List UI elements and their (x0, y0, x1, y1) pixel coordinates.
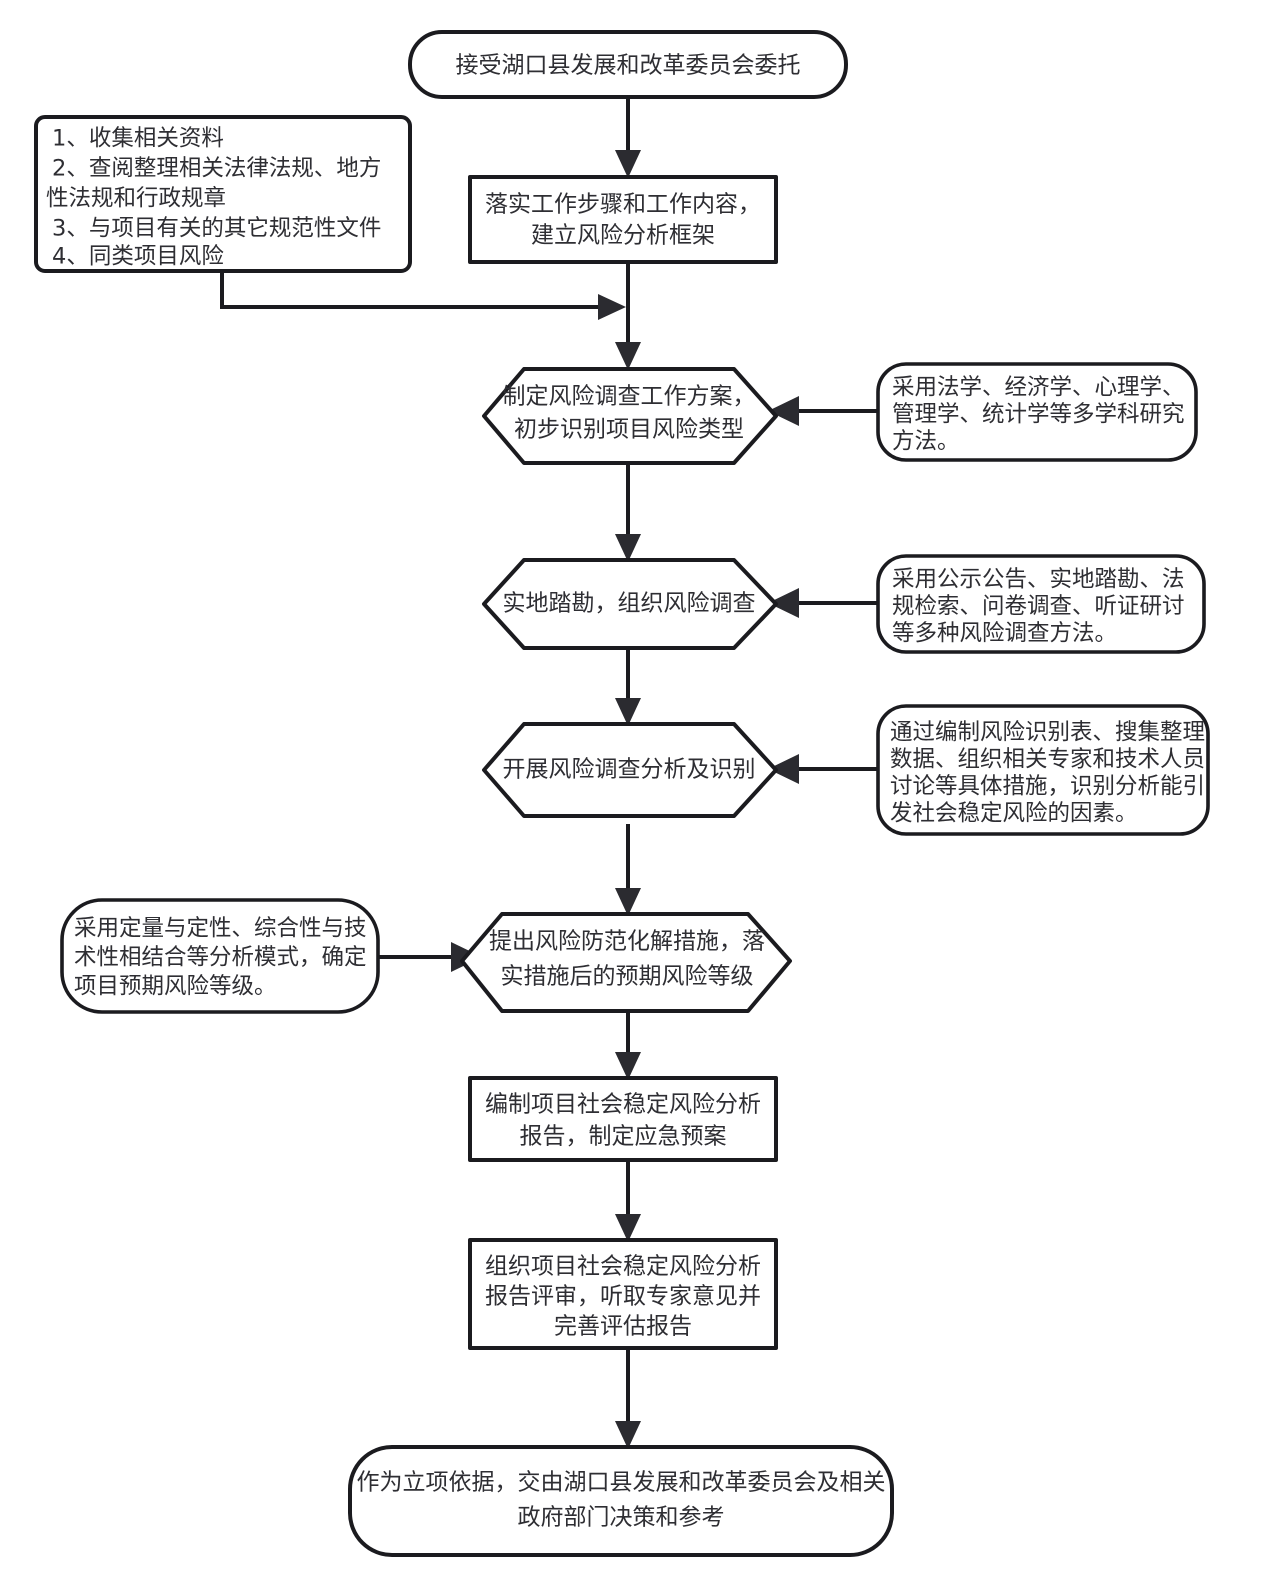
note-identification-shape (876, 704, 1210, 836)
note-analysis-mode[interactable]: 采用定量与定性、综合性与技 术性相结合等分析模式，确定 项目预期风险等级。 (60, 898, 380, 1014)
note-disciplines-line-1: 管理学、统计学等多学科研究 (892, 402, 1185, 428)
node-step3[interactable]: 制定风险调查工作方案， 初步识别项目风险类型 (482, 367, 778, 465)
edge-start-to-step2 (615, 97, 641, 178)
node-step3-line-1: 初步识别项目风险类型 (514, 417, 744, 443)
node-end-shape (348, 1445, 894, 1557)
note-materials-line-4: 4、同类项目风险 (52, 244, 224, 270)
node-step2-line-0: 落实工作步骤和工作内容， (485, 192, 761, 218)
note-disciplines-line-2: 方法。 (892, 429, 960, 455)
node-step3-line-0: 制定风险调查工作方案， (503, 384, 756, 410)
note-identification-line-2: 讨论等具体措施，识别分析能引 (890, 774, 1205, 800)
node-step7[interactable]: 编制项目社会稳定风险分析 报告，制定应急预案 (468, 1076, 778, 1162)
node-step6-line-1: 实措施后的预期风险等级 (501, 964, 754, 990)
node-end-line-0: 作为立项依据，交由湖口县发展和改革委员会及相关 (357, 1470, 886, 1496)
note-materials-line-3: 3、与项目有关的其它规范性文件 (52, 216, 381, 242)
node-start-shape (408, 30, 848, 99)
edge-step2-to-step3 (615, 262, 641, 370)
node-step5-line-0: 开展风险调查分析及识别 (503, 757, 756, 783)
node-step4-shape (482, 558, 778, 650)
node-step2-shape (468, 175, 778, 264)
edge-step7-to-step8 (615, 1159, 641, 1242)
node-step6-line-0: 提出风险防范化解措施，落 (489, 929, 765, 955)
note-analysis-mode-shape (60, 898, 380, 1014)
node-step8[interactable]: 组织项目社会稳定风险分析 报告评审，听取专家意见并 完善评估报告 (468, 1238, 778, 1350)
node-step7-line-0: 编制项目社会稳定风险分析 (485, 1092, 761, 1118)
node-step7-shape (468, 1076, 778, 1162)
edge-materials-to-main (220, 271, 626, 320)
node-step4-line-0: 实地踏勘，组织风险调查 (503, 591, 756, 617)
edge-identification-to-step5 (768, 754, 878, 784)
edge-step4-to-step5 (615, 650, 641, 726)
note-disciplines-shape (876, 362, 1198, 462)
edge-step8-to-end (615, 1346, 641, 1449)
node-step8-shape (468, 1238, 778, 1350)
note-analysis-line-0: 采用定量与定性、综合性与技 (74, 916, 367, 942)
node-step8-line-1: 报告评审，听取专家意见并 (485, 1284, 761, 1310)
node-step7-line-1: 报告，制定应急预案 (520, 1124, 727, 1150)
note-analysis-line-1: 术性相结合等分析模式，确定 (74, 945, 367, 971)
note-analysis-line-2: 项目预期风险等级。 (74, 974, 277, 1000)
note-materials[interactable]: 1、收集相关资料 2、查阅整理相关法律法规、地方 性法规和行政规章 3、与项目有… (34, 115, 412, 273)
node-step4[interactable]: 实地踏勘，组织风险调查 (482, 558, 778, 650)
note-survey-line-0: 采用公示公告、实地踏勘、法 (892, 567, 1185, 593)
edge-survey-to-step4 (768, 588, 878, 618)
edge-step3-to-step4 (615, 464, 641, 562)
edge-step5-to-step6 (615, 824, 641, 916)
node-end-line-1: 政府部门决策和参考 (518, 1505, 725, 1531)
node-step5[interactable]: 开展风险调查分析及识别 (482, 722, 778, 818)
node-step8-line-2: 完善评估报告 (554, 1314, 692, 1340)
note-identification[interactable]: 通过编制风险识别表、搜集整理 数据、组织相关专家和技术人员 讨论等具体措施，识别… (876, 704, 1210, 836)
note-survey-methods[interactable]: 采用公示公告、实地踏勘、法 规检索、问卷调查、听证研讨 等多种风险调查方法。 (876, 554, 1206, 654)
node-end[interactable]: 作为立项依据，交由湖口县发展和改革委员会及相关 政府部门决策和参考 (348, 1445, 894, 1557)
node-start-line-0: 接受湖口县发展和改革委员会委托 (456, 53, 801, 79)
node-step2[interactable]: 落实工作步骤和工作内容， 建立风险分析框架 (468, 175, 778, 264)
note-survey-methods-shape (876, 554, 1206, 654)
edge-disciplines-to-step3 (768, 396, 878, 426)
note-identification-line-3: 发社会稳定风险的因素。 (890, 801, 1138, 827)
note-materials-line-2: 性法规和行政规章 (46, 186, 226, 212)
note-survey-line-2: 等多种风险调查方法。 (892, 621, 1117, 647)
note-materials-line-0: 1、收集相关资料 (52, 126, 224, 152)
note-materials-shape (34, 115, 412, 273)
node-start[interactable]: 接受湖口县发展和改革委员会委托 (408, 30, 848, 99)
connector-layer (220, 97, 878, 1449)
note-materials-line-1: 2、查阅整理相关法律法规、地方 (52, 156, 381, 182)
node-step5-shape (482, 722, 778, 818)
note-disciplines-line-0: 采用法学、经济学、心理学、 (892, 375, 1185, 401)
node-step6[interactable]: 提出风险防范化解措施，落 实措施后的预期风险等级 (460, 912, 792, 1013)
note-disciplines[interactable]: 采用法学、经济学、心理学、 管理学、统计学等多学科研究 方法。 (876, 362, 1198, 462)
note-survey-line-1: 规检索、问卷调查、听证研讨 (892, 594, 1185, 620)
node-step8-line-0: 组织项目社会稳定风险分析 (485, 1254, 761, 1280)
node-step2-line-1: 建立风险分析框架 (531, 223, 715, 249)
note-identification-line-1: 数据、组织相关专家和技术人员 (890, 747, 1205, 773)
node-step6-shape (460, 912, 792, 1013)
note-identification-line-0: 通过编制风险识别表、搜集整理 (890, 720, 1205, 746)
edge-step6-to-step7 (615, 1013, 641, 1080)
node-step3-shape (482, 367, 778, 465)
